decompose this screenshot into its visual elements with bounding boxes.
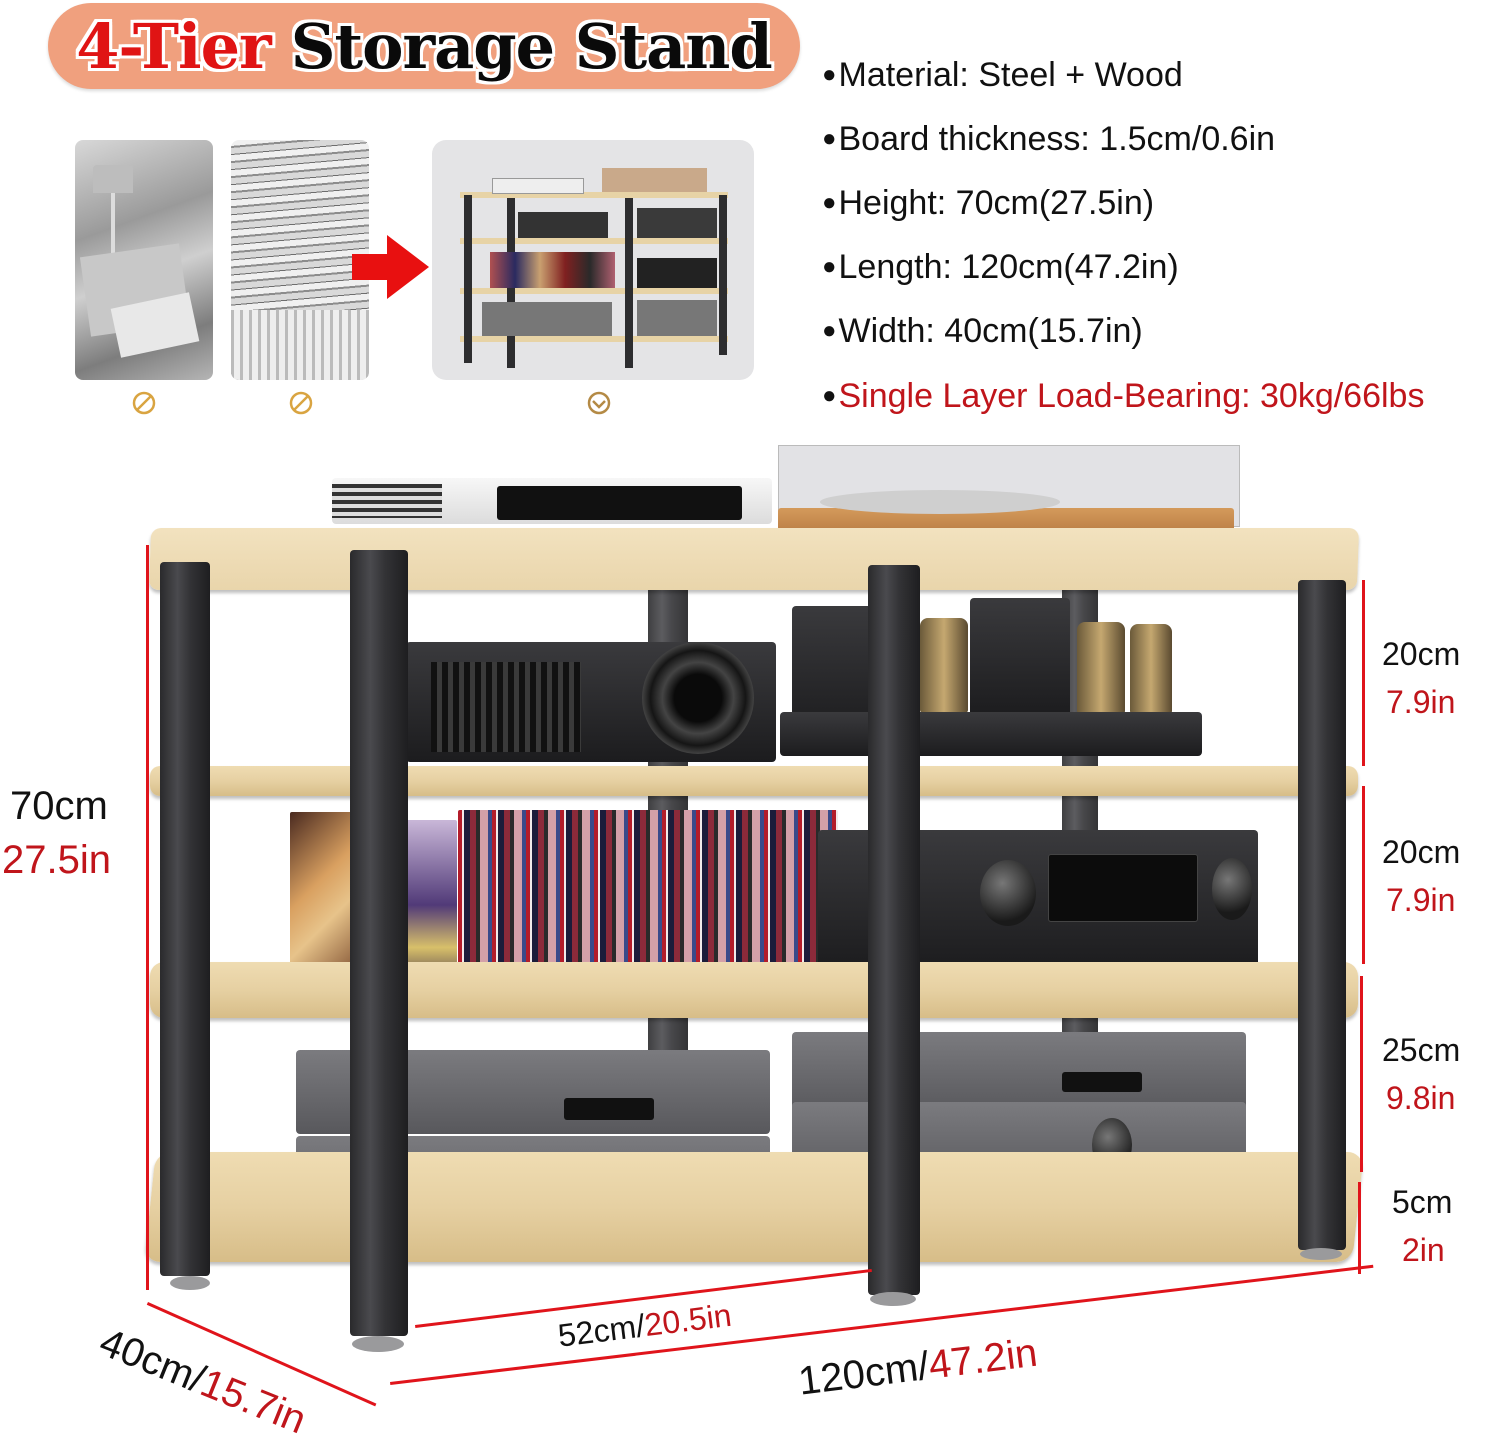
projector [406, 642, 776, 762]
leg-height-cm: 5cm [1392, 1184, 1453, 1220]
mini-pole [719, 195, 727, 355]
prohibit-icon [132, 391, 156, 415]
cd-display [564, 1098, 654, 1120]
middle-pole [868, 565, 920, 1295]
stacked-papers-photo [231, 140, 369, 380]
prohibit-icon [289, 391, 313, 415]
leveling-foot [1300, 1248, 1342, 1260]
mini-records [490, 252, 615, 288]
vinyl-record [402, 820, 457, 990]
mini-projector [518, 212, 608, 238]
tier-dimension-line [1358, 1182, 1361, 1274]
tier2-height-in: 7.9in [1386, 882, 1456, 918]
spec-text: Board thickness: 1.5cm/0.6in [838, 120, 1276, 158]
shelf-board-third [150, 962, 1358, 1018]
transformer-box [970, 598, 1070, 716]
spec-text: Height: 70cm(27.5in) [838, 184, 1155, 222]
tier-dimension-line [1362, 580, 1365, 766]
mini-shelf-board [460, 238, 728, 244]
display-panel [497, 486, 742, 520]
tier1-height-cm: 20cm [1382, 636, 1461, 672]
check-circle-icon [587, 391, 611, 415]
bullet-icon: ● [822, 317, 837, 344]
right-pole [1298, 580, 1346, 1250]
bullet-icon: ● [822, 189, 837, 216]
tier-dimension-line [1360, 976, 1363, 1172]
dac-device [332, 478, 772, 524]
input-knob [1212, 858, 1252, 920]
cd-player [792, 1032, 1246, 1114]
organized-stand-photo [432, 140, 754, 380]
receiver-display [1048, 854, 1198, 922]
shelf-board-second [150, 766, 1358, 796]
projector-lens [642, 642, 754, 754]
tier2-height-cm: 20cm [1382, 834, 1461, 870]
mini-shelf-board [460, 192, 728, 198]
bullet-icon: ● [822, 61, 837, 88]
tier3-height-cm: 25cm [1382, 1032, 1461, 1068]
front-pole [350, 550, 408, 1336]
shelf-board-bottom [144, 1152, 1364, 1262]
arrow-icon [352, 254, 388, 280]
title-banner: 4-Tier Storage Stand [48, 3, 800, 89]
height-dimension-line [146, 545, 149, 1290]
spec-text: Length: 120cm(47.2in) [838, 248, 1179, 286]
tier-dimension-line [1362, 786, 1365, 964]
title-main: Storage Stand [290, 9, 773, 83]
bullet-icon: ● [822, 253, 837, 280]
leg-height-in: 2in [1402, 1232, 1445, 1268]
spec-height: ●Height: 70cm(27.5in) [822, 184, 1154, 223]
lamp-stem-shape [111, 193, 115, 253]
spec-text: Material: Steel + Wood [838, 56, 1183, 94]
cd-display [1062, 1072, 1142, 1092]
bullet-icon: ● [822, 382, 837, 409]
front-left-pole [160, 562, 210, 1276]
spec-width: ●Width: 40cm(15.7in) [822, 312, 1143, 351]
mini-pole [625, 198, 633, 368]
bullet-icon: ● [822, 125, 837, 152]
leveling-foot [170, 1276, 210, 1290]
volume-knob [980, 860, 1036, 926]
vacuum-tube [920, 618, 968, 713]
leveling-foot [870, 1292, 916, 1306]
mini-cd-player [482, 302, 612, 336]
tier1-height-in: 7.9in [1386, 684, 1456, 720]
mini-pole [464, 195, 472, 363]
vacuum-tube [1077, 622, 1125, 714]
mini-shelf-board [460, 288, 728, 294]
tier3-height-in: 9.8in [1386, 1080, 1456, 1116]
title-text: 4-Tier Storage Stand [48, 3, 800, 89]
mini-cd-player [637, 300, 717, 336]
shelf-board-top [148, 528, 1360, 590]
vent-grille [431, 662, 581, 752]
mini-receiver [637, 258, 717, 288]
total-height-in: 27.5in [2, 838, 111, 882]
spec-text: Single Layer Load-Bearing: 30kg/66lbs [838, 377, 1425, 415]
leveling-foot [352, 1336, 404, 1352]
mini-shelf-board [460, 336, 728, 342]
spec-text: Width: 40cm(15.7in) [838, 312, 1143, 350]
mini-amplifier [637, 208, 717, 238]
arrow-head-icon [387, 235, 429, 299]
total-height-cm: 70cm [10, 784, 108, 828]
lamp-shade-shape [93, 165, 133, 193]
vent-grille [332, 484, 442, 518]
title-prefix: 4-Tier [76, 9, 271, 83]
spec-length: ●Length: 120cm(47.2in) [822, 248, 1179, 287]
wire-basket-shape [231, 310, 369, 380]
spec-board-thickness: ●Board thickness: 1.5cm/0.6in [822, 120, 1275, 159]
spec-material: ●Material: Steel + Wood [822, 56, 1183, 95]
tube-amplifier-chassis [780, 712, 1202, 756]
mini-turntable [602, 168, 707, 192]
vinyl-record [290, 812, 360, 988]
mini-device [492, 178, 584, 194]
spec-load-bearing: ●Single Layer Load-Bearing: 30kg/66lbs [822, 377, 1424, 416]
platter-shape [820, 490, 1060, 514]
vacuum-tube [1130, 624, 1172, 714]
cluttered-room-photo [75, 140, 213, 380]
